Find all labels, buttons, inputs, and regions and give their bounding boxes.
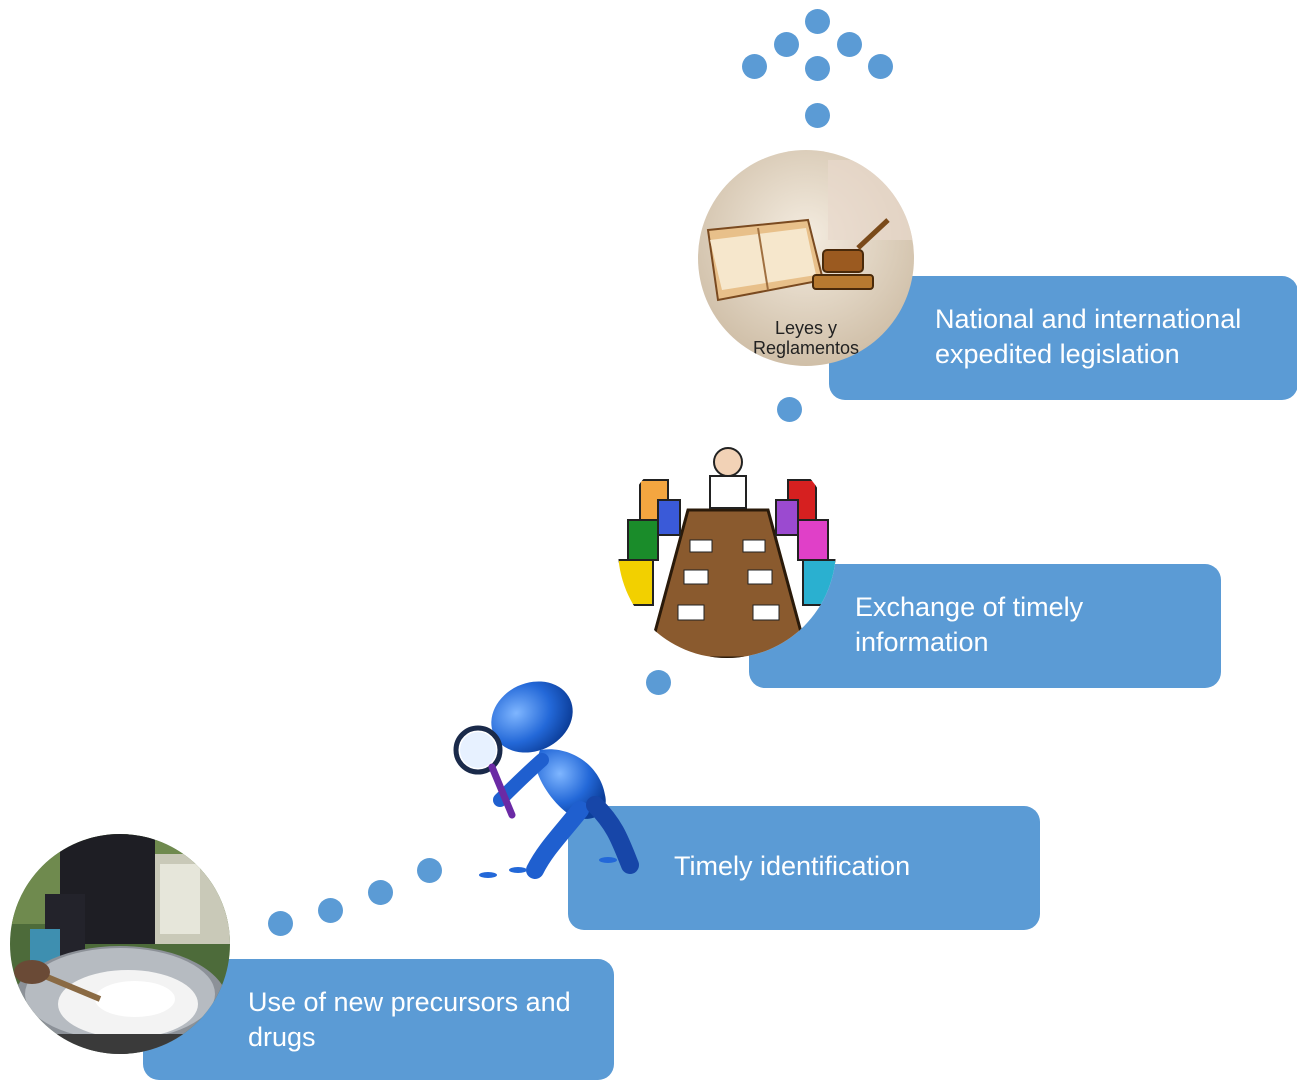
- law-book-photo: Leyes y Reglamentos: [698, 150, 914, 366]
- step-label-1: Use of new precursors and drugs: [248, 987, 571, 1052]
- path-dot: [805, 103, 830, 128]
- step-box-3: Exchange of timely information: [749, 564, 1221, 688]
- step-label-2: Timely identification: [674, 851, 911, 881]
- arrow-dot: [805, 56, 830, 81]
- path-dot: [646, 670, 671, 695]
- arrow-dot: [774, 32, 799, 57]
- step-box-2: Timely identification: [568, 806, 1040, 930]
- investigator-figure: [440, 665, 650, 880]
- path-dot: [368, 880, 393, 905]
- path-dot: [318, 898, 343, 923]
- step-box-4: National and international expedited leg…: [829, 276, 1297, 400]
- step-label-4: National and international expedited leg…: [935, 304, 1242, 369]
- meeting-illustration: [618, 440, 836, 658]
- arrow-dot: [742, 54, 767, 79]
- arrow-dot: [868, 54, 893, 79]
- drug-lab-photo: [10, 834, 230, 1054]
- arrow-dot: [837, 32, 862, 57]
- path-dot: [777, 397, 802, 422]
- step-label-3: Exchange of timely information: [855, 592, 1084, 657]
- photo-caption-line-2: Reglamentos: [753, 338, 859, 358]
- path-dot: [417, 858, 442, 883]
- path-dot: [268, 911, 293, 936]
- arrow-dot: [805, 9, 830, 34]
- photo-caption-line-1: Leyes y: [775, 318, 837, 338]
